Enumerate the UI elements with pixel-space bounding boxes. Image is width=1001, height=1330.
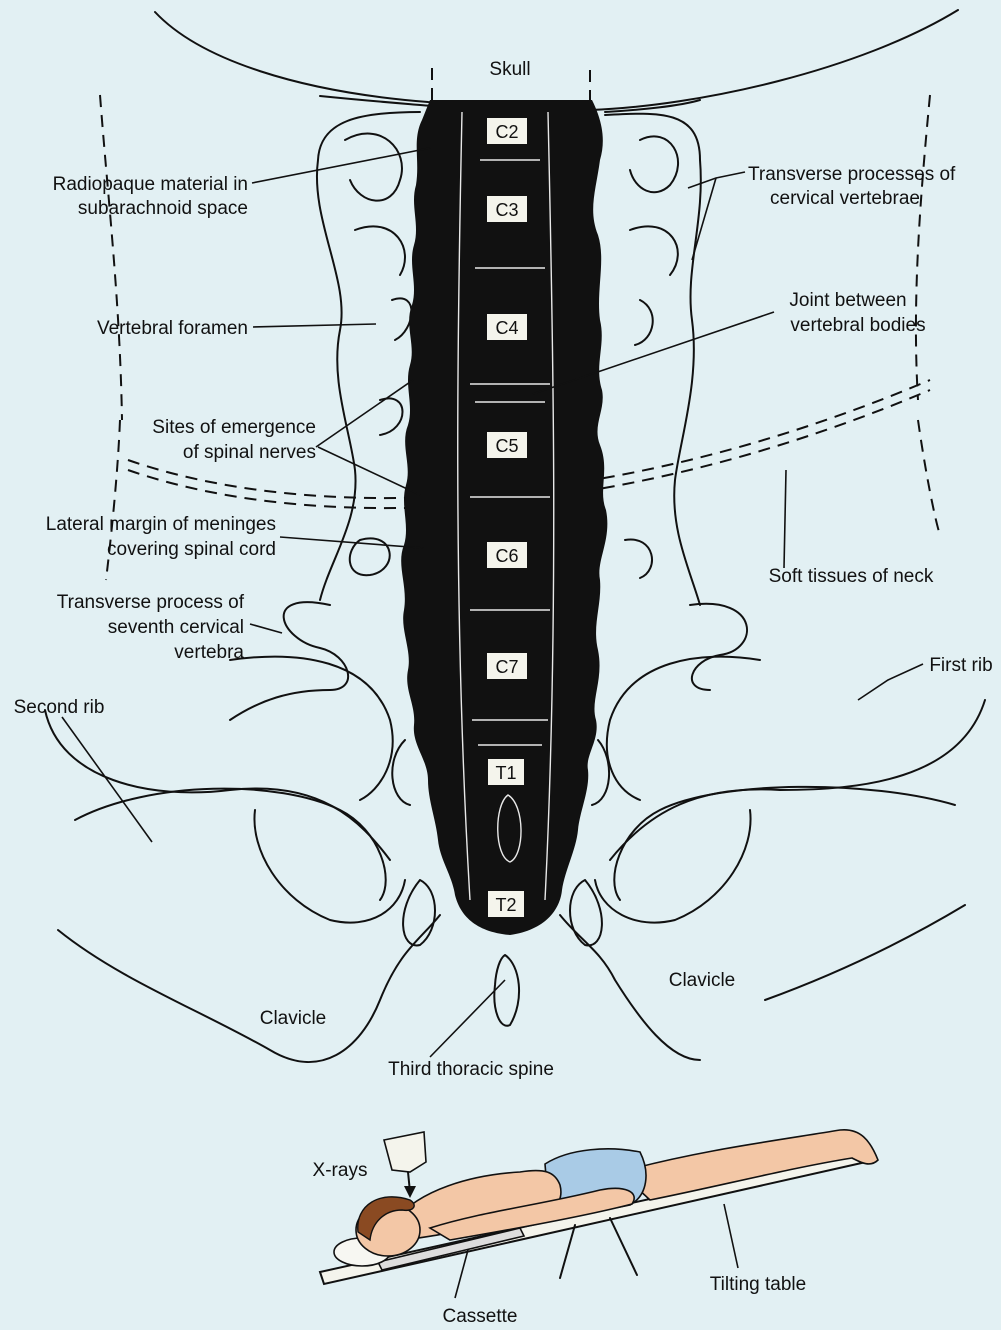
vertebra-t1: T1 (488, 759, 524, 785)
vertebra-t2: T2 (488, 891, 524, 917)
label-third-thoracic-spine: Third thoracic spine (388, 1059, 554, 1080)
label-sites-1: Sites of emergence (152, 417, 316, 438)
vertebra-c6: C6 (487, 542, 527, 568)
x-ray-tube (384, 1132, 426, 1172)
label-soft-tissues: Soft tissues of neck (769, 566, 934, 587)
vertebra-c3: C3 (487, 196, 527, 222)
label-sites-2: of spinal nerves (183, 442, 316, 463)
patient-illustration: X-rays Tilting table Cassette (313, 1130, 878, 1327)
label-radiopaque-1: Radiopaque material in (53, 174, 248, 195)
label-transverse-c7-2: seventh cervical (108, 617, 244, 638)
label-lateral-margin-1: Lateral margin of meninges (46, 514, 276, 535)
label-skull: Skull (489, 59, 530, 80)
label-clavicle-left: Clavicle (260, 1008, 327, 1029)
label-transverse-cervical-1: Transverse processes of (748, 164, 956, 185)
label-transverse-c7-3: vertebra (174, 642, 244, 663)
contrast-column (401, 100, 607, 935)
label-tilting-table: Tilting table (710, 1274, 806, 1295)
vertebra-t1-label: T1 (495, 763, 516, 783)
vertebra-c3-label: C3 (495, 200, 518, 220)
vertebra-c5-label: C5 (495, 436, 518, 456)
label-cassette: Cassette (443, 1306, 518, 1327)
vertebra-c7-label: C7 (495, 657, 518, 677)
label-x-rays: X-rays (313, 1160, 368, 1181)
vertebra-c2-label: C2 (495, 122, 518, 142)
label-radiopaque-2: subarachnoid space (78, 198, 248, 219)
vertebra-c4-label: C4 (495, 318, 518, 338)
label-lateral-margin-2: covering spinal cord (107, 539, 276, 560)
vertebra-c6-label: C6 (495, 546, 518, 566)
vertebra-c5: C5 (487, 432, 527, 458)
vertebra-c4: C4 (487, 314, 527, 340)
label-joint-1: Joint between (789, 290, 906, 311)
vertebra-c2: C2 (487, 118, 527, 144)
label-transverse-c7-1: Transverse process of (57, 592, 245, 613)
skull-outline (155, 10, 958, 112)
label-joint-2: vertebral bodies (790, 315, 925, 336)
third-thoracic-spine-shape (494, 955, 519, 1026)
vertebra-t2-label: T2 (495, 895, 516, 915)
label-first-rib: First rib (929, 655, 992, 676)
label-clavicle-right: Clavicle (669, 970, 736, 991)
label-second-rib: Second rib (14, 697, 105, 718)
label-vertebral-foramen: Vertebral foramen (97, 318, 248, 339)
label-transverse-cervical-2: cervical vertebrae (770, 188, 920, 209)
vertebra-c7: C7 (487, 653, 527, 679)
